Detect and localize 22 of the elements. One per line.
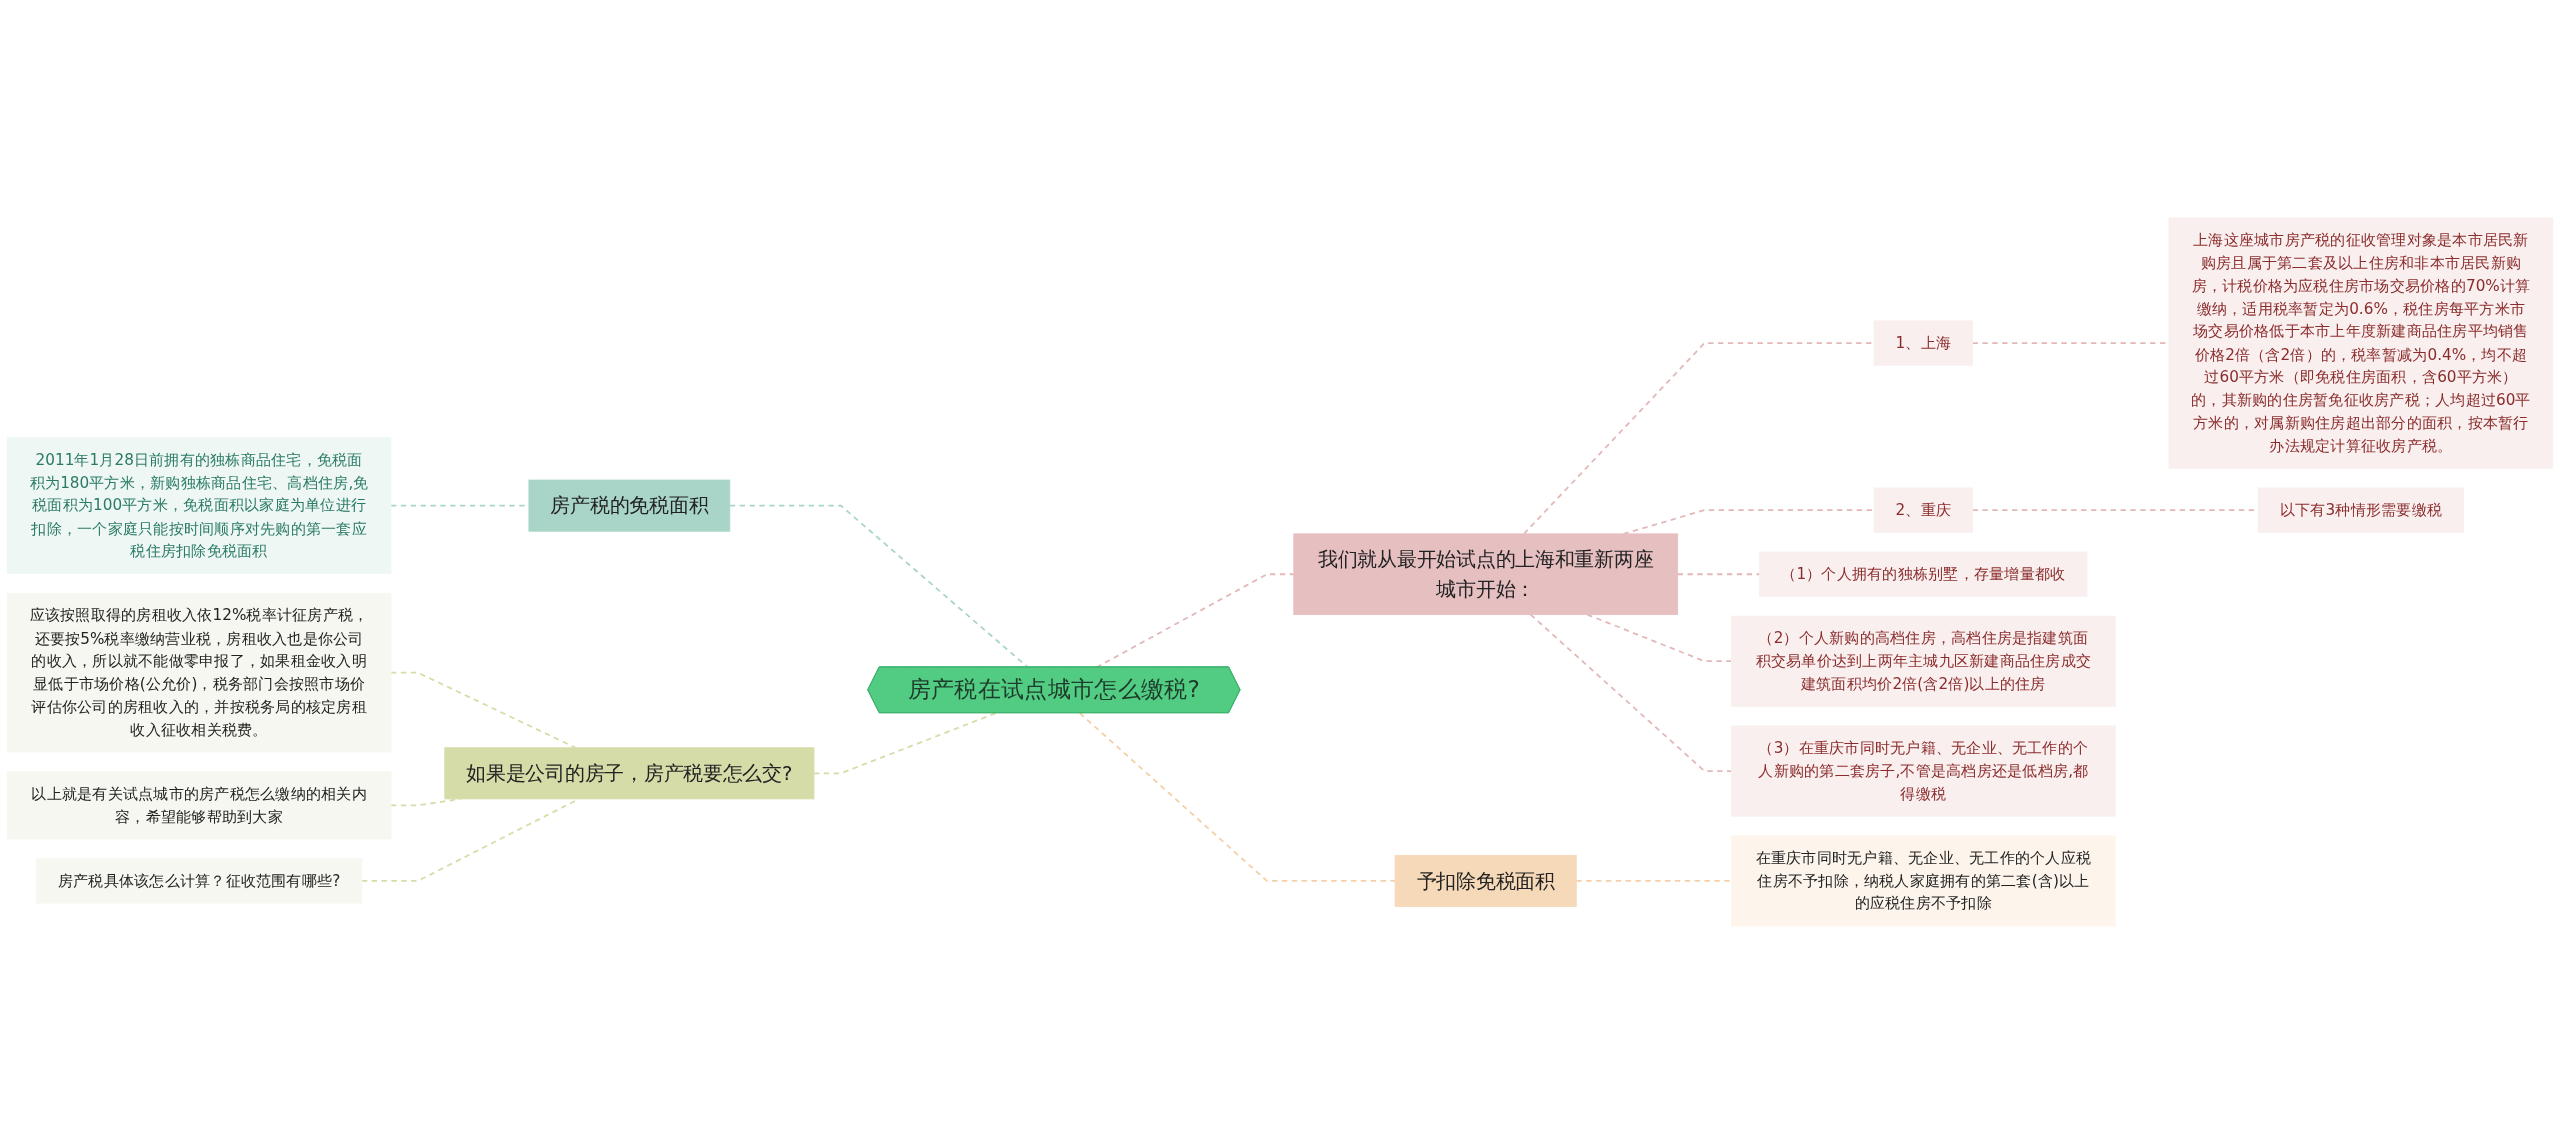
node-box: 2011年1月28日前拥有的独栋商品住宅，免税面积为180平方米，新购独栋商品住宅、高档住房,免税面积为100平方米，免税面积以家庭为单位进行扣除，一个家庭只能按时间顺序对先购的第一套应税住房扣除免税面积	[6, 437, 392, 575]
connector	[1575, 880, 1733, 882]
node-box: 房产税的免税面积	[528, 479, 731, 532]
node-box: 以上就是有关试点城市的房产税怎么缴纳的相关内容，希望能够帮助到大家	[6, 771, 392, 840]
connector	[1529, 613, 1733, 772]
node-box: （1）个人拥有的独栋别墅，存量增量都收	[1759, 551, 2088, 597]
node-box: （3）在重庆市同时无户籍、无企业、无工作的个人新购的第二套房子,不管是高档房还是低档房,都得缴税	[1730, 725, 2116, 817]
node-box: 房产税具体该怎么计算？征收范围有哪些?	[35, 858, 363, 904]
connector	[390, 671, 577, 749]
node-box: 应该按照取得的房租收入依12%税率计征房产税，还要按5%税率缴纳营业税，房租收入也是你公司的收入，所以就不能做零申报了，如果租金收入明显低于市场价格(公允价)，税务部门会按照市场价评估你公司的房租收入的，并按税务局的核定房租收入征收相关税费。	[6, 592, 392, 753]
connector	[813, 712, 997, 775]
connector	[1523, 342, 1875, 535]
node-box: （2）个人新购的高档住房，高档住房是指建筑面积交易单价达到上两年主城九区新建商品住房成交建筑面积均价2倍(含2倍)以上的住房	[1730, 615, 2116, 707]
node-box: 予扣除免税面积	[1394, 854, 1577, 907]
connector	[1078, 712, 1397, 882]
connector	[1586, 613, 1733, 663]
node-box: 2、重庆	[1873, 487, 1973, 533]
node-box: 如果是公司的房子，房产税要怎么交?	[444, 747, 815, 800]
node-box: 我们就从最开始试点的上海和重新两座城市开始：	[1293, 533, 1679, 616]
node-box: 在重庆市同时无户籍、无企业、无工作的个人应税住房不予扣除，纳税人家庭拥有的第二套(含)以上的应税住房不予扣除	[1730, 835, 2116, 927]
connector	[1676, 573, 1761, 576]
node-box: 1、上海	[1873, 320, 1973, 366]
